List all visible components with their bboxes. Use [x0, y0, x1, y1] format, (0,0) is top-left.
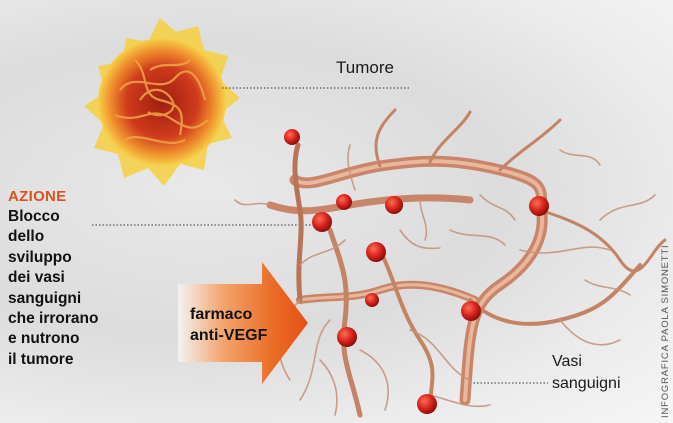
- drug-molecule: [366, 242, 386, 262]
- tumor-mass: [98, 38, 226, 166]
- drug-molecule: [312, 212, 332, 232]
- action-description: Blocco dello sviluppo dei vasi sanguigni…: [8, 207, 168, 370]
- action-title: AZIONE: [8, 188, 66, 205]
- drug-molecule: [417, 394, 437, 414]
- tumor-label: Tumore: [336, 58, 394, 78]
- infographic-credit: INFOGRAFICA PAOLA SIMONETTI: [660, 245, 671, 418]
- drug-molecule: [529, 196, 549, 216]
- tumor: [84, 18, 240, 186]
- drug-molecule: [336, 194, 352, 210]
- drug-label: farmaco anti-VEGF: [190, 304, 267, 346]
- drug-molecule: [337, 327, 357, 347]
- drug-molecule: [284, 129, 300, 145]
- drug-molecule: [385, 196, 403, 214]
- drug-molecule: [365, 293, 379, 307]
- drug-molecule: [461, 301, 481, 321]
- vessels-label: Vasi sanguigni: [552, 351, 621, 395]
